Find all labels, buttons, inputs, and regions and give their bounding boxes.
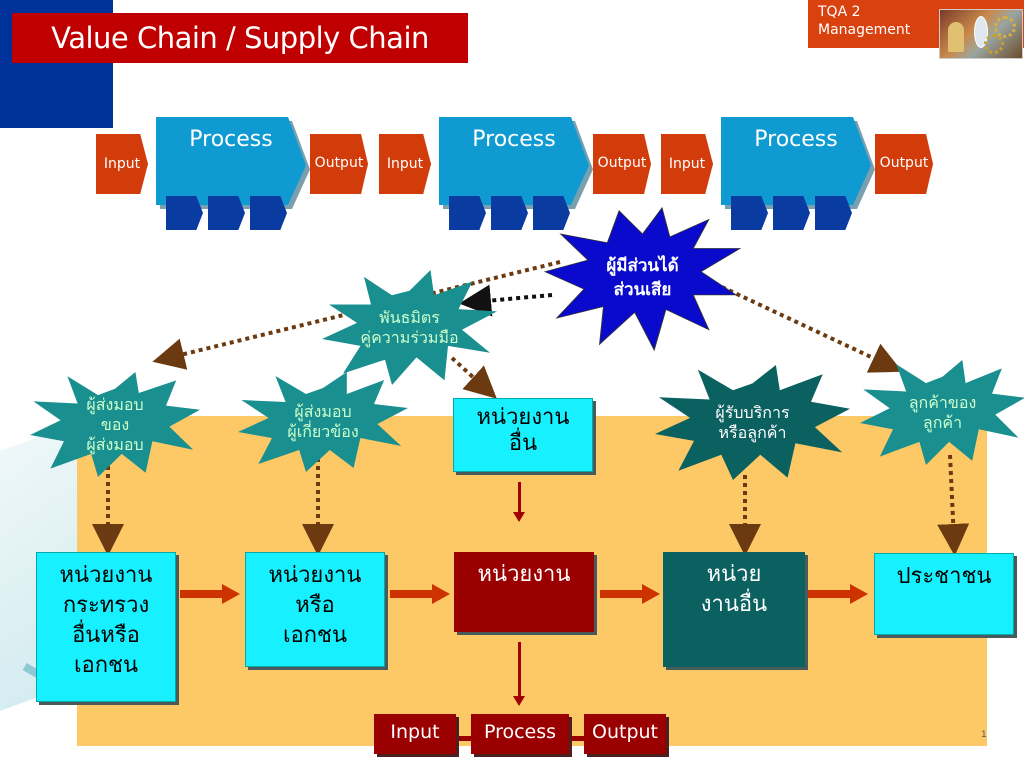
supplier-related-burst: ผู้ส่งมอบ ผู้เกี่ยวข้อง [238, 372, 408, 472]
output-chip: Output [593, 134, 651, 194]
customer-of-customer-line-1: ลูกค้าของ [908, 392, 977, 412]
gear-icon [994, 16, 1016, 38]
supplier-related-line-2: ผู้เกี่ยวข้อง [287, 422, 359, 441]
stakeholder-burst: ผู้มีส่วนได้ ส่วนเสีย [543, 205, 742, 352]
output-chip: Output [875, 134, 933, 194]
sub-step [166, 196, 203, 230]
partner-burst: พันธมิตร คู่ความร่วมมือ [322, 270, 497, 385]
supplier-of-supplier-line-2: ของ [100, 414, 130, 434]
flow-box-citizens: ประชาชน [874, 553, 1014, 635]
supplier-of-supplier-burst: ผู้ส่งมอบ ของ ผู้ส่งมอบ [30, 372, 200, 477]
partner-line-2: คู่ความร่วมมือ [360, 327, 459, 347]
iop-connector [568, 736, 588, 741]
arrow-down-head-icon [513, 512, 525, 522]
sub-step [449, 196, 486, 230]
service-recipient-burst: ผู้รับบริการ หรือลูกค้า [655, 365, 850, 480]
input-chip: Input [96, 134, 148, 194]
other-unit-box: หน่วยงาน อื่น [453, 398, 593, 472]
stakeholder-line-1: ผู้มีส่วนได้ [606, 255, 679, 276]
thinker-figure-icon [948, 22, 964, 52]
flow-box-line: งานอื่น [700, 592, 768, 617]
process-block: Process [156, 117, 306, 205]
sub-step [208, 196, 245, 230]
input-chip: Input [661, 134, 713, 194]
bottom-process-box: Process [471, 714, 569, 754]
sub-step [491, 196, 528, 230]
brand-label: TQA 2 Management [818, 3, 910, 39]
gear-icon [984, 34, 1004, 54]
flow-box-line: เอกชน [73, 653, 139, 678]
brand-illustration-icon [939, 9, 1023, 59]
arrow-down-head-icon [513, 696, 525, 706]
other-unit-line-1: หน่วยงาน [476, 405, 570, 430]
flow-box-line: อื่นหรือ [72, 623, 140, 648]
flow-box-ministry: หน่วยงาน กระทรวง อื่นหรือ เอกชน [36, 552, 176, 702]
arrow-down-line [518, 482, 521, 514]
sub-step [533, 196, 570, 230]
flow-box-our-unit: หน่วยงาน [454, 552, 594, 632]
supplier-related-line-1: ผู้ส่งมอบ [294, 402, 352, 421]
flow-box-line: หรือ [295, 593, 335, 618]
flow-box-line: กระทรวง [62, 593, 150, 618]
flow-box-line: หน่วยงาน [59, 563, 153, 588]
flow-box-line: เอกชน [282, 623, 348, 648]
brand-line-1: TQA 2 [818, 4, 861, 20]
supplier-of-supplier-line-1: ผู้ส่งมอบ [86, 394, 144, 414]
flow-box-line: หน่วยงาน [268, 563, 362, 588]
dotted-line-to-customer-of-customer [721, 285, 903, 373]
sub-step [815, 196, 852, 230]
flow-box-line: หน่วยงาน [477, 562, 571, 587]
bottom-input-box: Input [374, 714, 456, 754]
output-chip: Output [310, 134, 368, 194]
partner-line-1: พันธมิตร [379, 307, 440, 327]
flow-box-line: หน่วย [706, 562, 762, 587]
brand-line-2: Management [818, 22, 911, 38]
sub-step [731, 196, 768, 230]
sub-step [250, 196, 287, 230]
stakeholder-line-2: ส่วนเสีย [613, 279, 672, 300]
flow-box-agency-or-private: หน่วยงาน หรือ เอกชน [245, 552, 385, 667]
sub-step [773, 196, 810, 230]
other-unit-line-2: อื่น [508, 431, 538, 456]
supplier-of-supplier-line-3: ผู้ส่งมอบ [86, 434, 144, 454]
iop-connector [455, 736, 475, 741]
customer-of-customer-burst: ลูกค้าของ ลูกค้า [860, 360, 1024, 465]
process-block: Process [439, 117, 589, 205]
slide-title: Value Chain / Supply Chain [12, 13, 468, 63]
service-recipient-line-1: ผู้รับบริการ [715, 402, 790, 422]
page-number: 1 [981, 730, 987, 740]
input-chip: Input [379, 134, 431, 194]
service-recipient-line-2: หรือลูกค้า [718, 422, 787, 442]
flow-box-other-unit: หน่วย งานอื่น [663, 552, 805, 667]
process-block: Process [721, 117, 871, 205]
bottom-output-box: Output [584, 714, 666, 754]
flow-box-line: ประชาชน [896, 564, 992, 589]
customer-of-customer-line-2: ลูกค้า [922, 412, 963, 432]
arrow-down-line [518, 642, 521, 698]
